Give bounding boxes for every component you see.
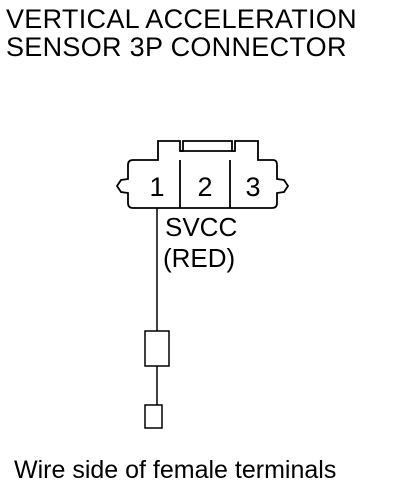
title-line-1: VERTICAL ACCELERATION xyxy=(6,4,357,34)
pin-1-label: 1 xyxy=(149,172,164,202)
connector-housing xyxy=(115,140,290,209)
probe-upper-box xyxy=(144,330,170,367)
footer-caption: Wire side of female terminals xyxy=(14,456,337,484)
title-line-2: SENSOR 3P CONNECTOR xyxy=(6,32,347,62)
pin-3-label: 3 xyxy=(245,172,260,202)
signal-label: SVCC xyxy=(165,212,237,242)
pin-2-label: 2 xyxy=(197,172,212,202)
probe-lower-box xyxy=(144,404,163,429)
wire-color-label: (RED) xyxy=(163,243,235,273)
